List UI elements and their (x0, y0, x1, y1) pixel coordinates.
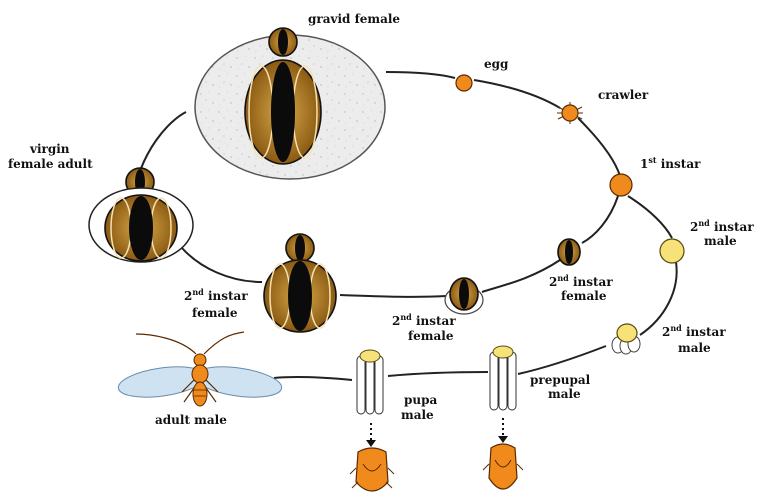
gravid-female-small-insect (269, 28, 297, 56)
connector-egg-to-crawler (474, 80, 560, 108)
connector-later-male-to-prepupal (518, 346, 606, 374)
label-male-1: male (704, 234, 737, 248)
label-egg: egg (484, 57, 509, 71)
label-crawler: crawler (598, 88, 649, 102)
label-adult-male: adult male (155, 413, 227, 427)
label-second-instar-male-2: 2nd instar (662, 323, 726, 339)
connector-first-instar-to-female-branch (582, 196, 618, 243)
label-virgin: virgin (29, 142, 70, 156)
second-instar-female-large-body (264, 260, 336, 332)
gravid-female-stage (195, 28, 385, 179)
second-instar-female-right (558, 239, 580, 265)
prepupal-male (490, 346, 516, 410)
label-second-instar-male-1: 2nd instar (690, 218, 754, 234)
label-male-pupa: male (401, 408, 434, 422)
gravid-female-large-insect (245, 60, 321, 164)
connector-gravid-to-egg (386, 72, 455, 78)
label-male-prepupal: male (548, 387, 581, 401)
connector-pupa-to-adult-male (274, 377, 352, 380)
label-first-instar: 1st instar (640, 155, 701, 171)
second-instar-male (660, 239, 684, 263)
adult-male (116, 332, 283, 406)
label-male-2: male (678, 341, 711, 355)
first-instar (610, 174, 632, 196)
label-second-instar-female-right: 2nd instar (549, 273, 613, 289)
connector-first-instar-to-male-branch (628, 196, 672, 238)
second-instar-female-center (445, 278, 483, 314)
label-female-adult: female adult (8, 157, 93, 171)
label-female-right: female (561, 289, 607, 303)
label-prepupal: prepupal (530, 373, 591, 387)
connector-prepupal-to-pupa (388, 372, 488, 376)
second-instar-female-large-head (286, 234, 314, 262)
label-gravid-female: gravid female (308, 12, 400, 26)
label-pupa: pupa (404, 393, 438, 407)
pupa-arrow (366, 423, 376, 447)
connector-large-female-to-virgin (182, 248, 262, 282)
label-first-instar-word: instar (657, 157, 702, 171)
connector-crawler-to-first-instar (578, 118, 620, 176)
second-instar-male-later (612, 324, 640, 354)
prepupal-arrow (498, 418, 508, 443)
prepupal-male-orange-form (483, 444, 523, 489)
label-first-instar-number: 1 (640, 157, 648, 171)
egg (456, 75, 472, 91)
second-instar-female-large (264, 234, 336, 332)
label-second-instar-female-center: 2nd instar (392, 312, 456, 328)
virgin-female-body (105, 195, 177, 261)
virgin-female-adult (89, 168, 193, 262)
label-female-center: female (408, 329, 454, 343)
pupa-male (357, 350, 383, 414)
crawler (557, 102, 583, 124)
pupa-male-orange-form (350, 448, 394, 491)
label-female-large: female (192, 306, 238, 320)
connector-small-female-to-large-female (340, 295, 446, 297)
label-second-instar-female-large: 2nd instar (184, 287, 248, 303)
